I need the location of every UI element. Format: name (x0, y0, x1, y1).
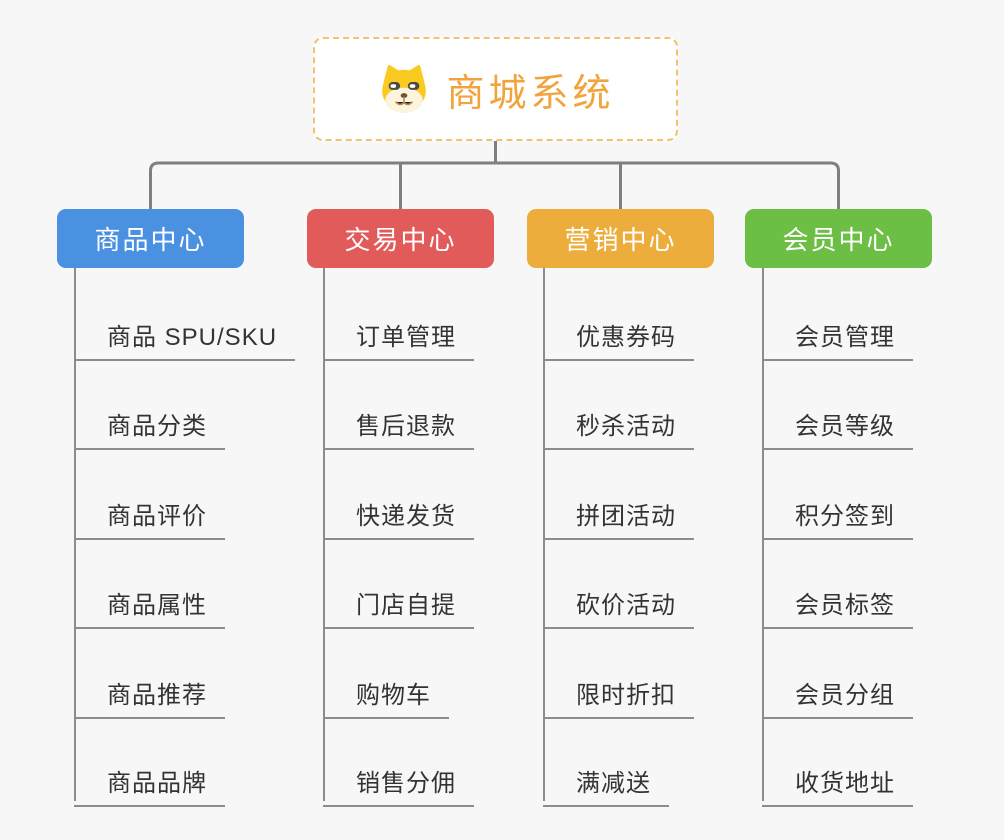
branch-node-marketing-center[interactable]: 营销中心 (527, 209, 714, 268)
dog-face-icon (382, 64, 427, 114)
leaf-topic[interactable]: 购物车 (323, 670, 449, 719)
branch-spine-line (762, 268, 764, 801)
branch-spine-line (323, 268, 325, 801)
leaf-topic[interactable]: 收货地址 (762, 758, 913, 807)
leaf-topic[interactable]: 商品推荐 (74, 670, 225, 719)
leaf-topic[interactable]: 商品属性 (74, 580, 225, 629)
leaf-topic[interactable]: 销售分佣 (323, 758, 474, 807)
leaf-topic[interactable]: 订单管理 (323, 312, 474, 361)
leaf-topic[interactable]: 售后退款 (323, 401, 474, 450)
leaf-topic[interactable]: 砍价活动 (543, 580, 694, 629)
leaf-topic[interactable]: 优惠券码 (543, 312, 694, 361)
branch-node-product-center[interactable]: 商品中心 (57, 209, 244, 268)
leaf-topic[interactable]: 商品分类 (74, 401, 225, 450)
leaf-topic[interactable]: 商品 SPU/SKU (74, 312, 296, 361)
leaf-topic[interactable]: 会员分组 (762, 670, 913, 719)
leaf-topic[interactable]: 积分签到 (762, 491, 913, 540)
leaf-topic[interactable]: 会员管理 (762, 312, 913, 361)
root-topic[interactable]: 商城系统 (313, 37, 678, 141)
leaf-topic[interactable]: 商品品牌 (74, 758, 225, 807)
branch-label: 会员中心 (782, 225, 895, 255)
leaf-topic[interactable]: 会员等级 (762, 401, 913, 450)
leaf-topic[interactable]: 会员标签 (762, 580, 913, 629)
leaf-topic[interactable]: 拼团活动 (543, 491, 694, 540)
leaf-topic[interactable]: 秒杀活动 (543, 401, 694, 450)
branch-label: 营销中心 (564, 225, 677, 255)
leaf-topic[interactable]: 商品评价 (74, 491, 225, 540)
leaf-topic[interactable]: 限时折扣 (543, 670, 694, 719)
leaf-topic[interactable]: 满减送 (543, 758, 669, 807)
leaf-topic[interactable]: 快递发货 (323, 491, 474, 540)
bus-line (149, 161, 840, 211)
branch-label: 交易中心 (344, 225, 457, 255)
leaf-topic[interactable]: 门店自提 (323, 580, 474, 629)
branch-label: 商品中心 (94, 225, 207, 255)
root-topic-title: 商城系统 (446, 72, 615, 115)
branch-node-trade-center[interactable]: 交易中心 (307, 209, 494, 268)
branch-spine-line (74, 268, 76, 801)
branch-node-member-center[interactable]: 会员中心 (745, 209, 932, 268)
branch-spine-line (543, 268, 545, 801)
